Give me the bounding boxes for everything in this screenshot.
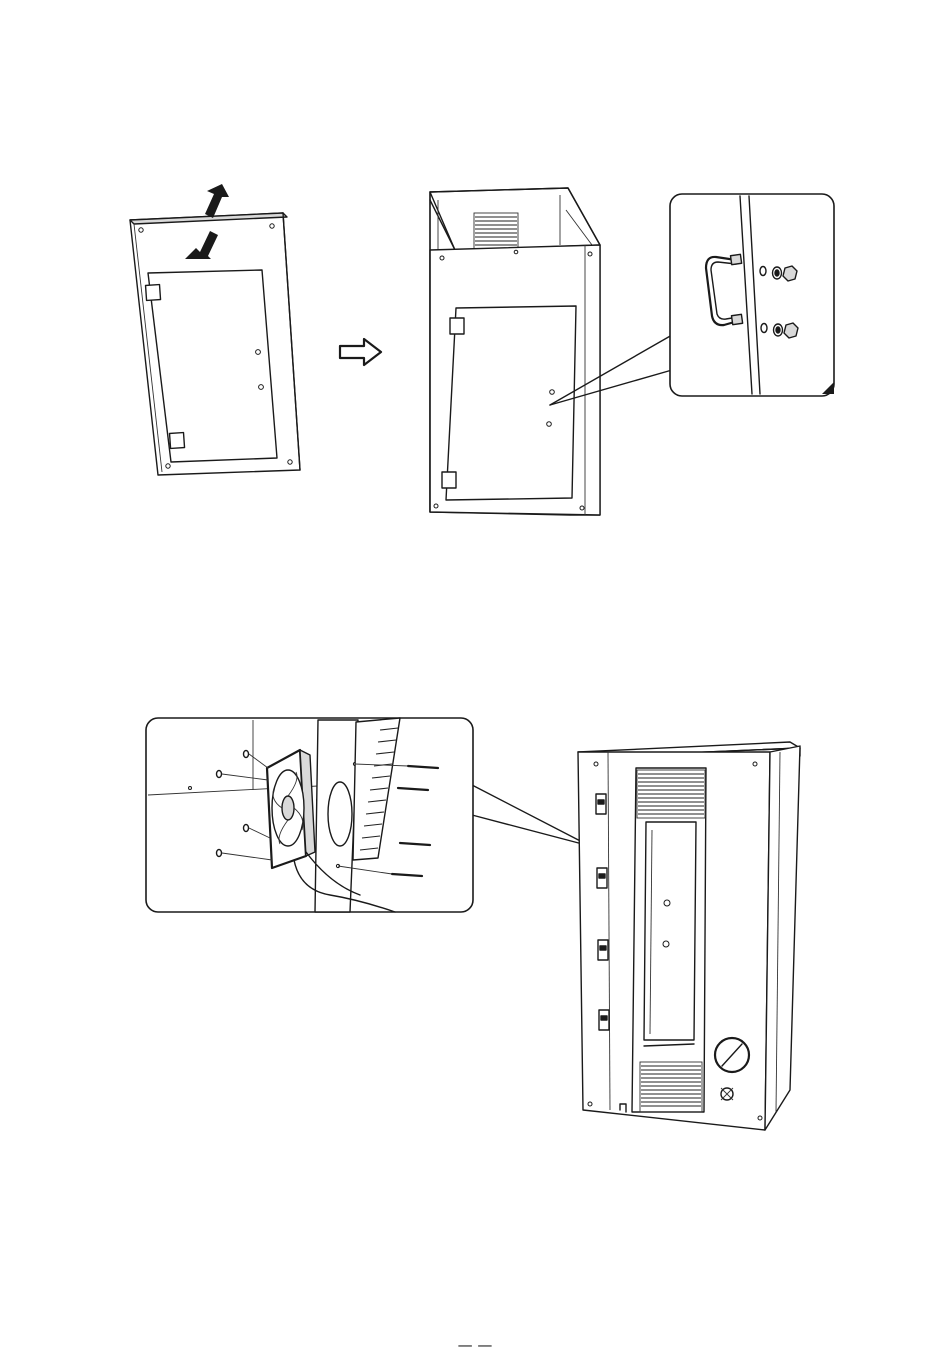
front-panel-drawing — [130, 213, 300, 475]
page-number: — — — [0, 1336, 950, 1354]
outline-right-arrow-icon — [340, 339, 381, 365]
fan-mounting-detail — [146, 718, 590, 912]
cabinet-rear-drawing — [578, 742, 800, 1130]
cabinet-with-front-panel-drawing — [430, 188, 600, 515]
